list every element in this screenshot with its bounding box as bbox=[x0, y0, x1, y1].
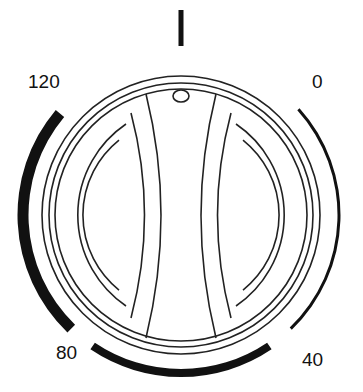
recess bbox=[83, 140, 119, 290]
knob bbox=[42, 76, 320, 354]
scale-value: 40 bbox=[302, 350, 323, 369]
pointer-dot bbox=[173, 90, 189, 102]
recess bbox=[78, 124, 126, 306]
grip-edge bbox=[218, 113, 232, 318]
index-mark bbox=[179, 10, 184, 46]
grip-edge bbox=[131, 113, 145, 318]
recess bbox=[243, 140, 279, 290]
grip-edge bbox=[201, 94, 216, 338]
scale-value: 120 bbox=[28, 72, 60, 91]
scale-value: 80 bbox=[56, 343, 77, 362]
scale-value: 0 bbox=[312, 72, 323, 91]
grip-edge bbox=[146, 94, 161, 338]
recess bbox=[236, 124, 284, 306]
